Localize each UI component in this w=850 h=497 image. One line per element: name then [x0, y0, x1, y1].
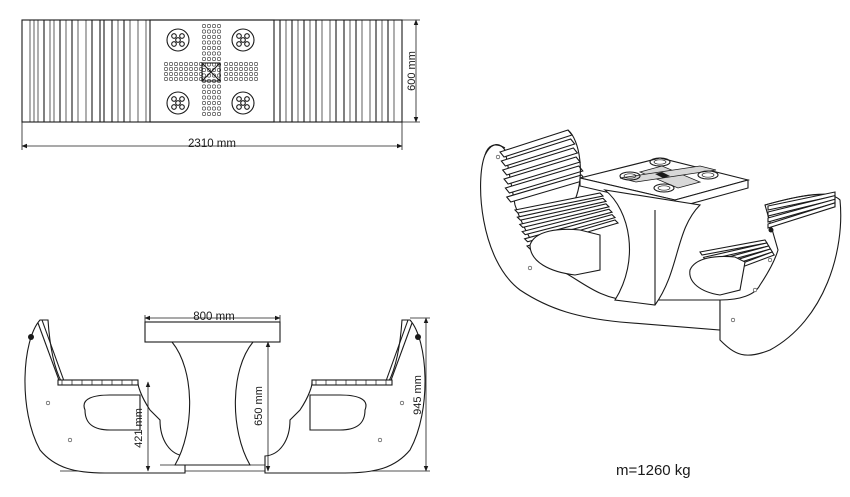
left-backrest [37, 319, 65, 384]
table-pedestal [170, 341, 255, 466]
game-circle-markers [166, 28, 255, 115]
isometric-view [480, 129, 842, 356]
iso-right-backrest [767, 191, 836, 229]
table-height-label: 650 mm [253, 386, 265, 426]
iso-right-bench-body [719, 194, 842, 356]
mass-label: m=1260 kg [616, 462, 691, 479]
iso-game-board [619, 157, 719, 193]
left-seat [57, 379, 139, 386]
right-bench-slats [279, 20, 395, 122]
right-seat [311, 379, 393, 386]
iso-left-backrest [499, 129, 587, 203]
seat-height-label: 421 mm [133, 408, 145, 448]
table-top [144, 321, 281, 343]
total-height-label: 945 mm [412, 375, 424, 415]
side-view: 800 mm 421 mm 650 mm 945 mm [24, 311, 430, 474]
game-board-top [149, 19, 275, 123]
top-view: 2310 mm 600 mm [21, 19, 420, 150]
top-depth-label: 600 mm [406, 51, 418, 91]
iso-table-pedestal [603, 189, 702, 306]
right-backrest [385, 319, 413, 384]
game-dot-grid [164, 23, 259, 117]
table-width-label: 800 mm [193, 311, 235, 323]
top-width-label: 2310 mm [188, 138, 236, 150]
left-bench-slats [29, 20, 147, 122]
